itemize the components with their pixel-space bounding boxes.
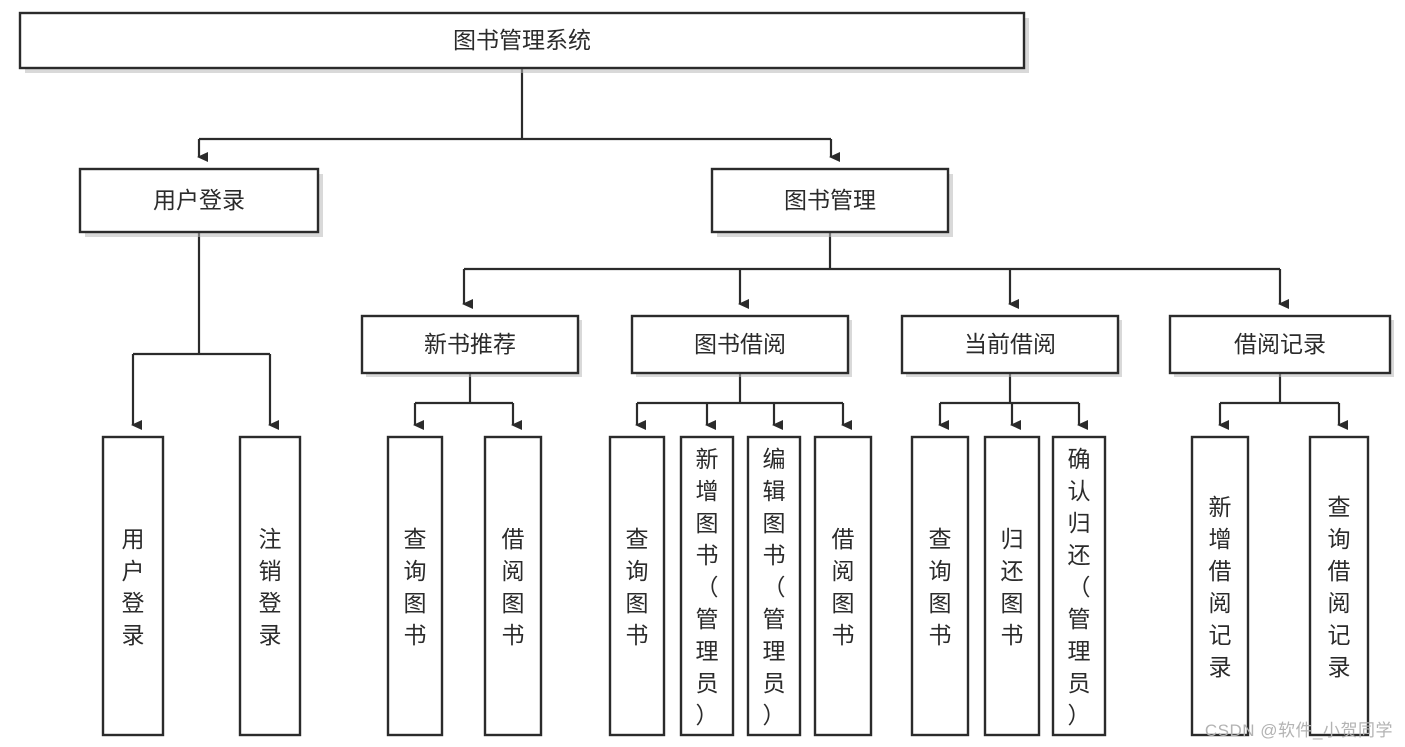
leaf-edit-book-admin-label: 编辑图书（管理员） [763,446,786,728]
leaf-borrow-book-borrow-label: 借阅图书 [832,526,855,648]
leaf-add-borrow-record[interactable]: 新增借阅记录 [1190,435,1250,737]
leaf-borrow-book-borrow-box [813,435,873,737]
leaf-borrow-book-borrow[interactable]: 借阅图书 [813,435,873,737]
leaf-confirm-return-admin-box [1051,435,1107,737]
leaf-query-book-newbook-label: 查询图书 [404,526,427,648]
leaf-borrow-book-newbook-box [483,435,543,737]
node-user-login[interactable]: 用户登录 [78,167,323,237]
leaf-user-login-label: 用户登录 [122,526,145,648]
node-root-label: 图书管理系统 [453,27,591,53]
node-book-manage-label: 图书管理 [784,187,876,213]
leaf-logout-label: 注销登录 [259,526,282,648]
edge-layer [131,68,1348,430]
leaf-edit-book-admin-box [746,435,802,737]
node-borrow-records[interactable]: 借阅记录 [1168,314,1394,377]
leaf-query-book-current-box [910,435,970,737]
leaf-logout-box [238,435,302,737]
leaf-borrow-book-newbook-label: 借阅图书 [502,526,525,648]
leaf-add-borrow-record-label: 新增借阅记录 [1209,494,1232,680]
leaf-query-book-current[interactable]: 查询图书 [910,435,970,737]
leaf-query-book-borrow-label: 查询图书 [626,526,649,648]
node-book-borrow-box [630,314,850,375]
leaf-query-borrow-record-label: 查询借阅记录 [1328,494,1351,680]
leaf-confirm-return-admin-label: 确认归还（管理员） [1068,446,1091,728]
node-current-borrow-label: 当前借阅 [964,331,1056,357]
node-user-login-box [78,167,320,234]
node-borrow-records-label: 借阅记录 [1234,331,1326,357]
leaf-add-book-admin[interactable]: 新增图书（管理员） [679,435,735,737]
leaf-edit-book-admin[interactable]: 编辑图书（管理员） [746,435,802,737]
leaf-user-login-box [101,435,165,737]
leaf-query-book-current-label: 查询图书 [929,526,952,648]
leaf-add-book-admin-label: 新增图书（管理员） [696,446,719,728]
node-book-manage[interactable]: 图书管理 [710,167,953,237]
node-new-book-recommend-label: 新书推荐 [424,331,516,357]
leaf-return-book-label: 归还图书 [1001,526,1024,648]
node-borrow-records-box [1168,314,1392,375]
leaf-query-book-newbook-box [386,435,444,737]
node-new-book-recommend[interactable]: 新书推荐 [360,314,582,377]
leaf-query-borrow-record[interactable]: 查询借阅记录 [1308,435,1370,737]
leaf-add-borrow-record-box [1190,435,1250,737]
node-book-borrow[interactable]: 图书借阅 [630,314,852,377]
node-root[interactable]: 图书管理系统 [18,11,1029,73]
leaf-add-book-admin-box [679,435,735,737]
node-current-borrow[interactable]: 当前借阅 [900,314,1122,377]
node-user-login-label: 用户登录 [153,187,245,213]
node-root-box [18,11,1026,70]
leaf-user-login[interactable]: 用户登录 [101,435,165,737]
node-new-book-recommend-box [360,314,580,375]
leaf-query-book-borrow-box [608,435,666,737]
leaf-query-book-borrow[interactable]: 查询图书 [608,435,666,737]
leaf-query-borrow-record-box [1308,435,1370,737]
leaf-logout[interactable]: 注销登录 [238,435,302,737]
leaf-query-book-newbook[interactable]: 查询图书 [386,435,444,737]
leaf-borrow-book-newbook[interactable]: 借阅图书 [483,435,543,737]
leaf-return-book[interactable]: 归还图书 [983,435,1041,737]
node-current-borrow-box [900,314,1120,375]
leaf-return-book-box [983,435,1041,737]
node-book-manage-box [710,167,950,234]
node-book-borrow-label: 图书借阅 [694,331,786,357]
leaf-confirm-return-admin[interactable]: 确认归还（管理员） [1051,435,1107,737]
